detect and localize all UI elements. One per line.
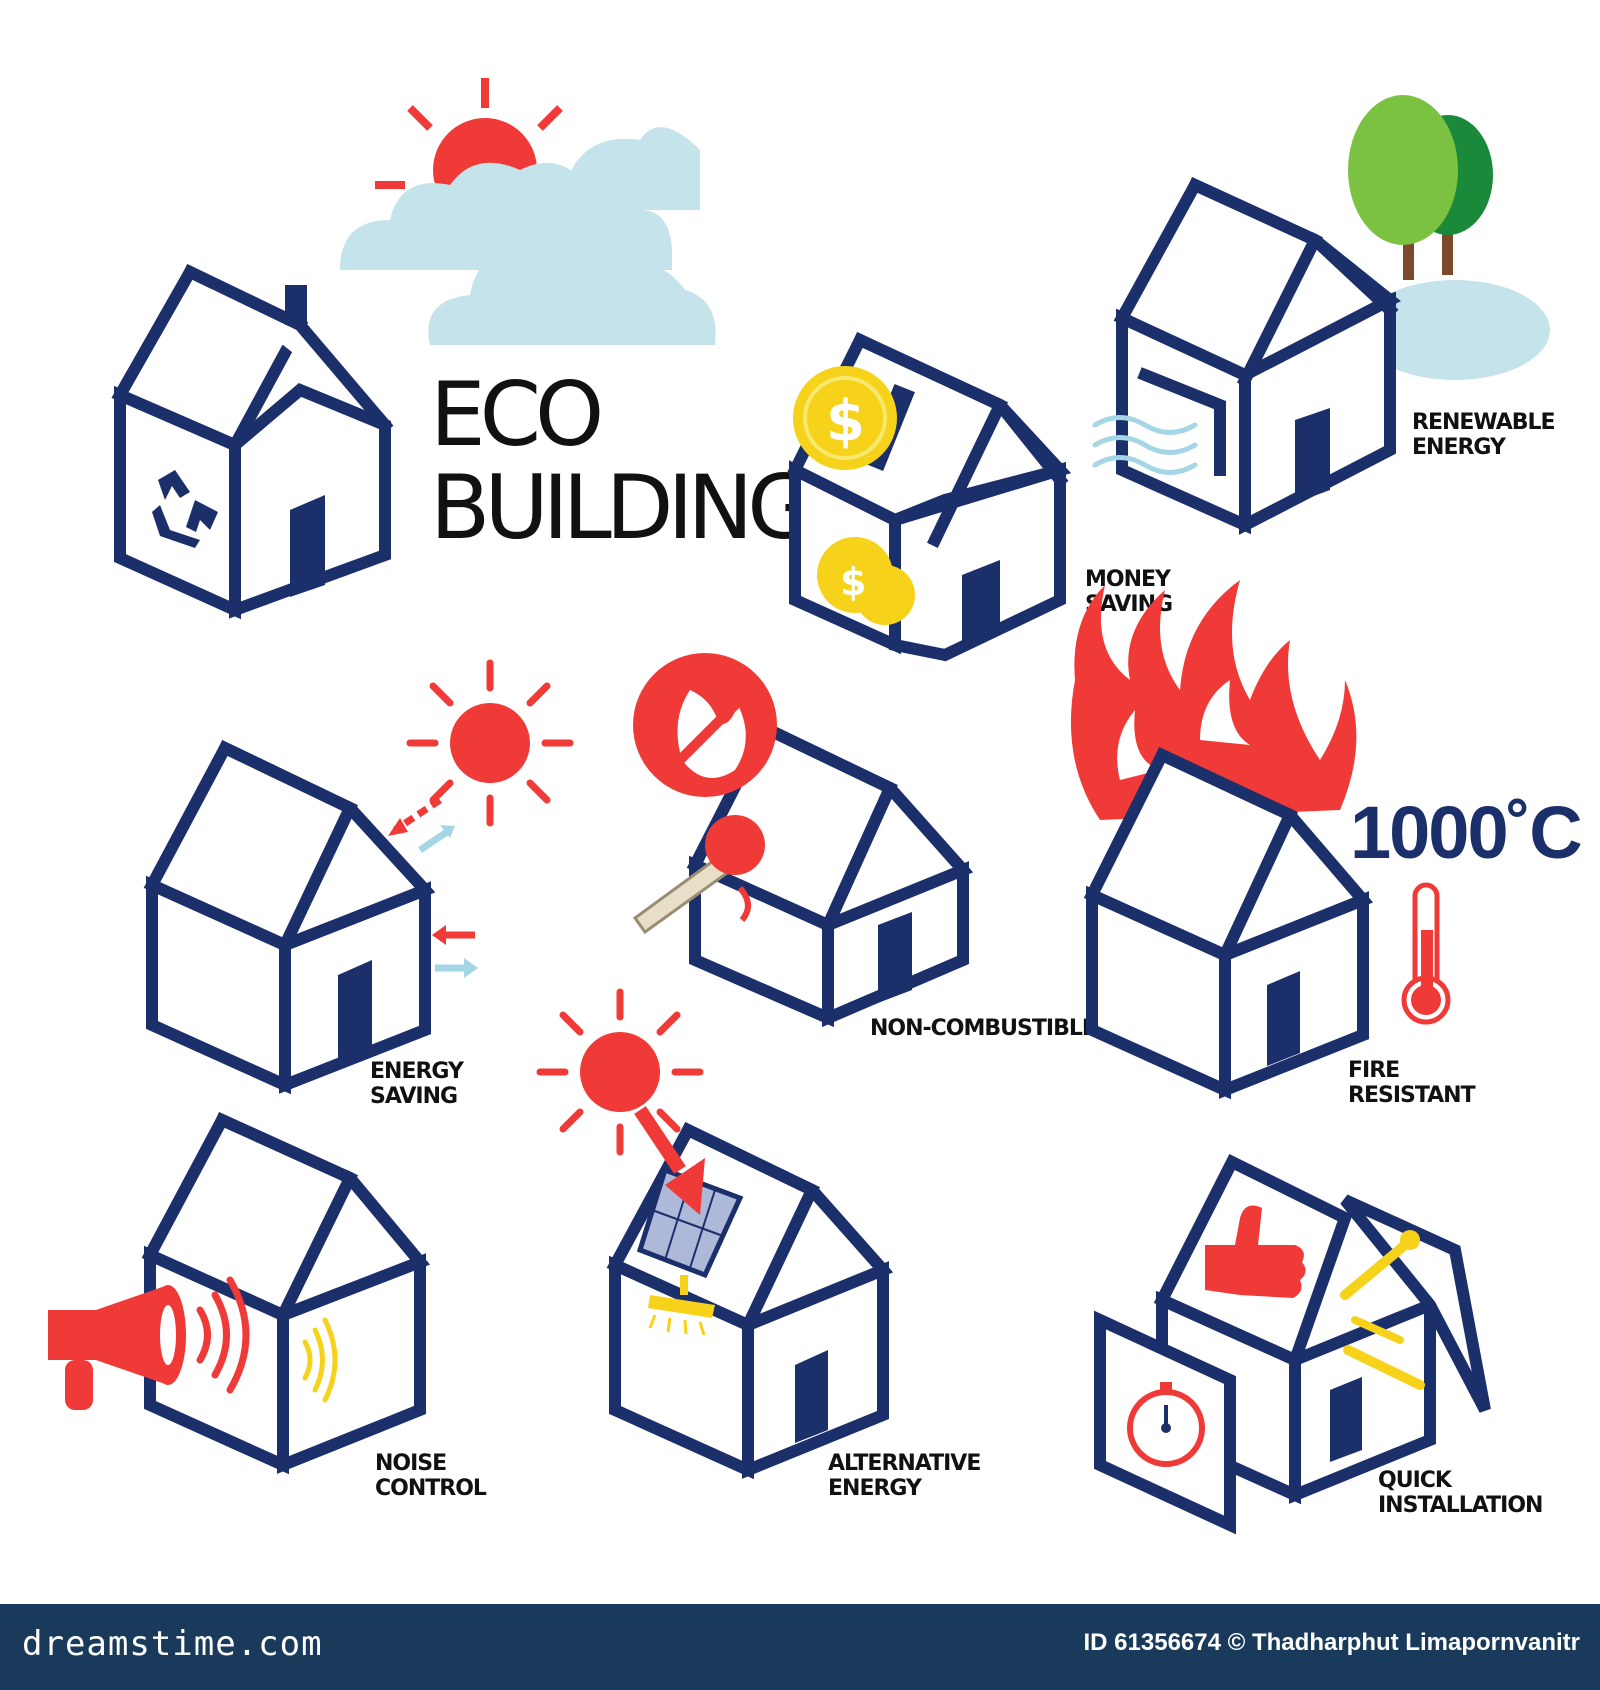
sunlight-arrow bbox=[634, 1106, 705, 1215]
fire-resistant-label-1: FIRE bbox=[1348, 1058, 1399, 1083]
no-fire-icon bbox=[633, 653, 777, 922]
lamp-icon bbox=[648, 1275, 715, 1336]
quick-installation-label-1: QUICK bbox=[1378, 1468, 1453, 1493]
renewable-energy-label-1: RENEWABLE bbox=[1412, 410, 1555, 435]
temperature-label: 1000˚C bbox=[1350, 791, 1581, 874]
noise-control-label-2: CONTROL bbox=[375, 1476, 487, 1501]
fire-resistant-label-2: RESISTANT bbox=[1348, 1083, 1476, 1108]
renewable-energy-label-2: ENERGY bbox=[1412, 435, 1507, 460]
money-saving-label-1: MONEY bbox=[1085, 567, 1172, 592]
noise-control-house bbox=[141, 1112, 430, 1475]
energy-flow-arrows bbox=[388, 797, 478, 978]
tree-icon bbox=[1348, 95, 1550, 380]
fire-resistant-house bbox=[1083, 747, 1374, 1100]
sound-wave-icon bbox=[302, 1317, 338, 1403]
image-credit: ID 61356674 © Thadharphut Limapornvanitr bbox=[1083, 1629, 1580, 1656]
svg-text:$: $ bbox=[840, 560, 866, 604]
noise-control-label-1: NOISE bbox=[375, 1451, 446, 1476]
sun-icon bbox=[540, 992, 700, 1152]
non-combustible-house bbox=[686, 719, 974, 1028]
brand-logo[interactable]: dreamstime.com bbox=[22, 1624, 323, 1664]
energy-saving-house bbox=[143, 739, 436, 1095]
thumbs-up-icon bbox=[1205, 1205, 1306, 1298]
energy-saving-label-1: ENERGY bbox=[370, 1059, 465, 1084]
thermometer-icon bbox=[1401, 882, 1451, 1025]
stopwatch-icon bbox=[1127, 1382, 1205, 1467]
alternative-energy-label-2: ENERGY bbox=[828, 1476, 923, 1501]
wind-icon bbox=[1092, 415, 1198, 475]
energy-saving-label-2: SAVING bbox=[370, 1084, 457, 1109]
alternative-energy-label-1: ALTERNATIVE bbox=[828, 1451, 980, 1476]
cloud-icon bbox=[340, 127, 716, 345]
quick-installation-label-2: INSTALLATION bbox=[1378, 1493, 1542, 1518]
wrench-icon bbox=[1340, 1230, 1425, 1390]
flame-icon bbox=[1070, 580, 1357, 820]
svg-text:$: $ bbox=[826, 389, 865, 454]
sun-icon bbox=[410, 663, 570, 823]
footer-bar: dreamstime.com ID 61356674 © Thadharphut… bbox=[0, 1604, 1600, 1690]
megaphone-icon bbox=[48, 1285, 186, 1410]
non-combustible-label: NON-COMBUSTIBLE bbox=[870, 1016, 1096, 1041]
recycle-icon bbox=[152, 470, 218, 548]
title-line1: ECO bbox=[430, 363, 600, 466]
title-line2: BUILDING bbox=[430, 456, 810, 559]
eco-house bbox=[111, 263, 394, 620]
coin-icon: $ $ bbox=[793, 366, 915, 625]
sound-wave-icon bbox=[196, 1276, 250, 1394]
